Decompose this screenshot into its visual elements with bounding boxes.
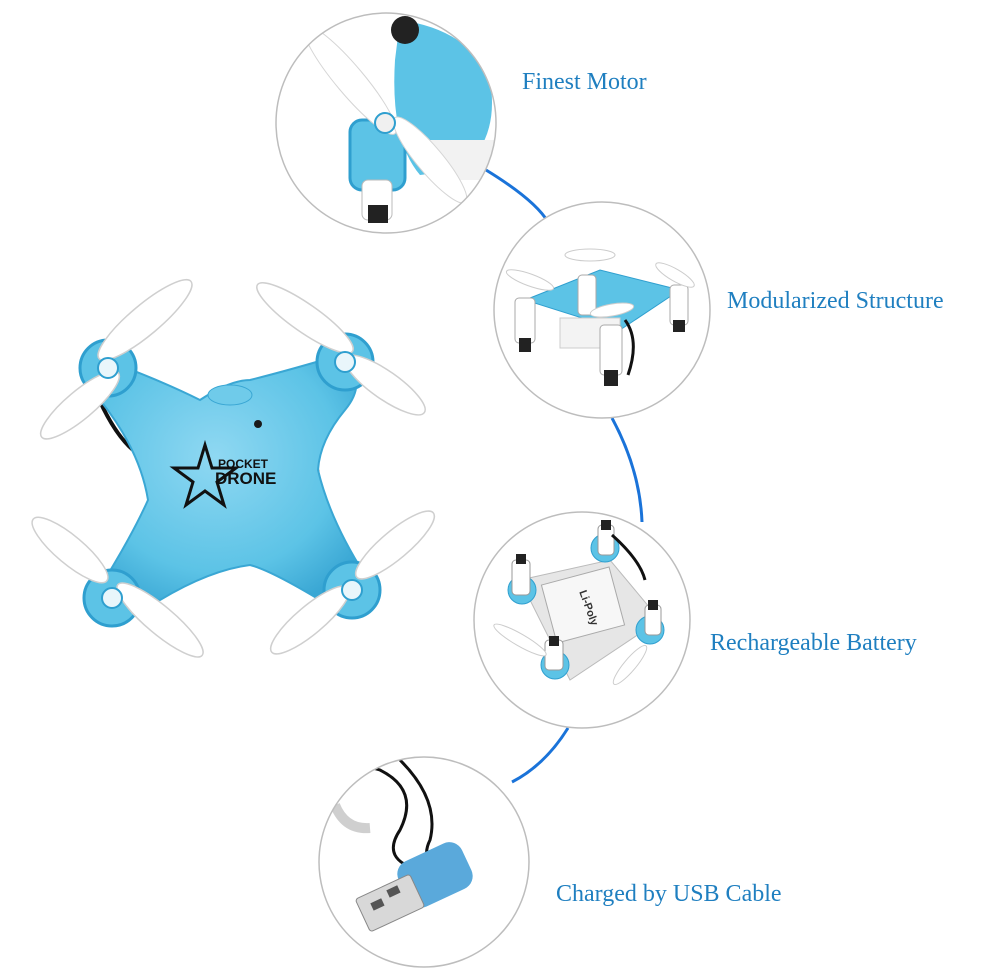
- feature-label-battery: Rechargeable Battery: [710, 630, 917, 656]
- logo-text-line1: POCKET: [218, 457, 269, 471]
- feature-image-structure: [493, 201, 711, 419]
- feature-label-usb: Charged by USB Cable: [556, 881, 782, 907]
- feature-image-motor: [275, 12, 497, 234]
- logo-text-line2: DRONE: [215, 469, 276, 488]
- feature-label-motor: Finest Motor: [522, 69, 647, 95]
- feature-image-battery: Li-Poly: [473, 511, 691, 729]
- feature-image-usb-cable: [318, 756, 530, 968]
- main-drone-image: POCKET DRONE: [31, 279, 436, 658]
- feature-label-structure: Modularized Structure: [727, 288, 944, 314]
